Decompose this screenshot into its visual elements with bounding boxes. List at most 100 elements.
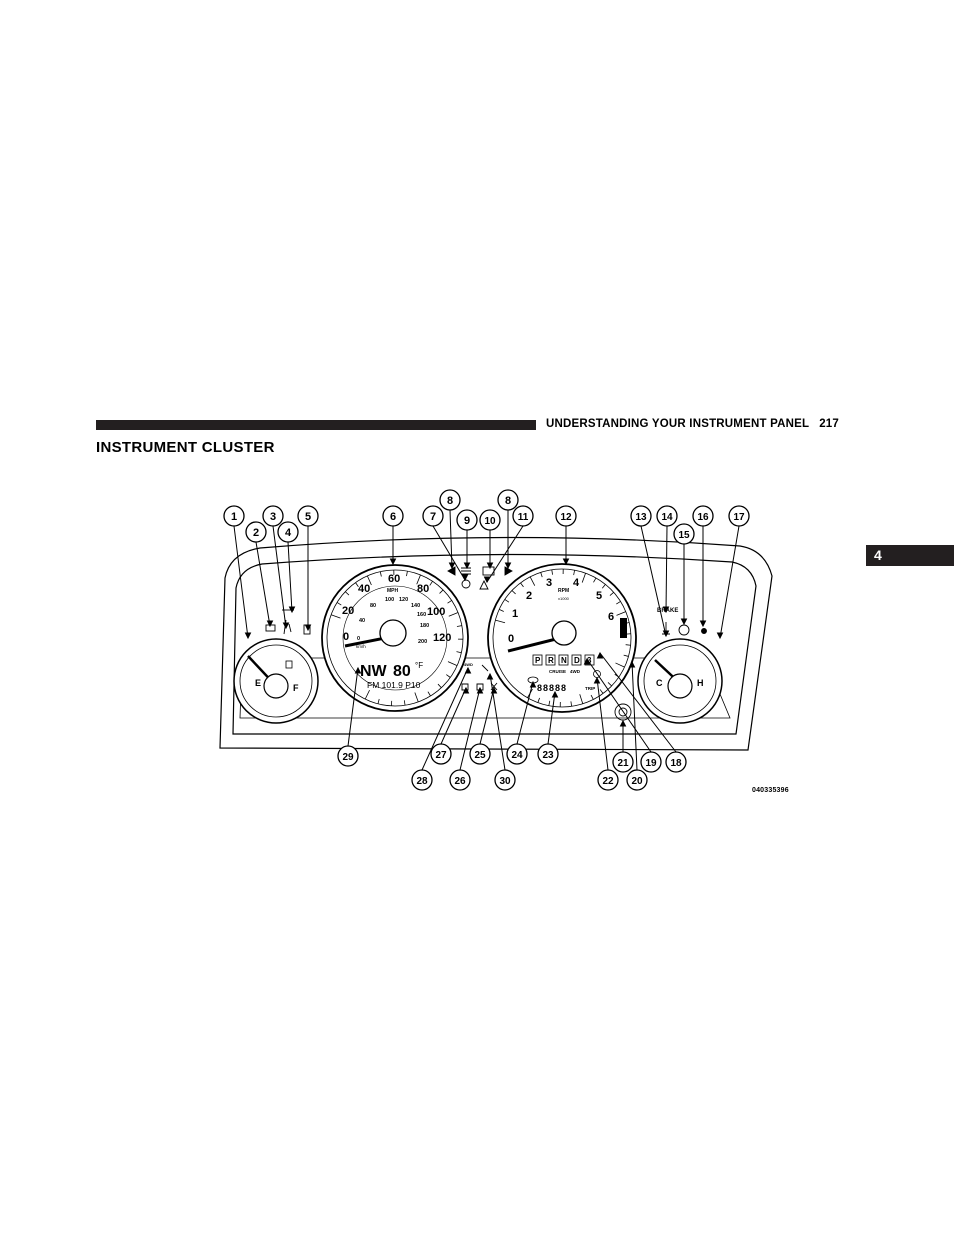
callout-arrowhead xyxy=(304,624,312,632)
tach-label: 2 xyxy=(526,590,532,602)
callout-number: 8 xyxy=(447,495,453,507)
callout-leader-line xyxy=(479,687,495,745)
callout-arrowhead xyxy=(483,576,491,584)
speedo-mph-label: 0 xyxy=(343,631,349,643)
figure-code: 040335396 xyxy=(752,787,789,794)
hill-descent-icon xyxy=(461,683,469,691)
callout-12: 12 xyxy=(555,505,577,527)
callout-leader-line xyxy=(640,525,667,637)
callout-arrowhead xyxy=(628,660,636,668)
callout-arrowhead xyxy=(462,686,470,694)
callout-14: 14 xyxy=(656,505,678,527)
callout-number: 15 xyxy=(678,530,690,541)
callout-number: 4 xyxy=(285,527,292,539)
prndl-r: R xyxy=(548,656,554,665)
callout-number: 16 xyxy=(697,512,709,523)
esc-icon xyxy=(678,624,690,636)
speedo-mph-label: 20 xyxy=(342,605,354,617)
indicator-dot-icon xyxy=(701,628,707,634)
callout-leader-line xyxy=(486,525,524,583)
callout-number: 24 xyxy=(511,750,523,761)
temp-hot-label: H xyxy=(697,678,704,688)
callout-leader-line xyxy=(599,652,677,753)
radio-readout: FM 101.9 P10 xyxy=(367,680,421,690)
callout-8: 8 xyxy=(439,489,461,511)
running-title: UNDERSTANDING YOUR INSTRUMENT PANEL xyxy=(546,418,810,430)
callout-number: 5 xyxy=(305,511,311,523)
turn-right-icon xyxy=(504,566,513,576)
turn-left-icon xyxy=(447,566,456,576)
odometer-reset-inner xyxy=(618,707,628,717)
callout-number: 22 xyxy=(602,776,614,787)
callout-28: 28 xyxy=(411,769,433,791)
callout-arrowhead xyxy=(529,680,537,688)
speedo-mph-unit: MPH xyxy=(387,588,399,594)
door-ajar-icon xyxy=(481,664,489,672)
callout-10: 10 xyxy=(479,509,501,531)
callout-arrowhead xyxy=(593,676,601,684)
callout-number: 28 xyxy=(416,776,428,787)
callout-arrowhead xyxy=(504,562,512,570)
callout-arrowhead xyxy=(463,562,471,570)
fuel-empty-label: E xyxy=(255,678,261,688)
callout-15: 15 xyxy=(673,523,695,545)
tach-label: 3 xyxy=(546,577,552,589)
speedo-kmh-label: 200 xyxy=(418,639,427,645)
callout-leader-line xyxy=(596,677,609,771)
callout-arrowhead xyxy=(244,632,252,640)
callout-arrowhead xyxy=(662,606,670,614)
callout-number: 6 xyxy=(390,511,396,523)
callout-19: 19 xyxy=(640,751,662,773)
chapter-tab: 4 xyxy=(866,545,954,566)
speedo-kmh-label: 40 xyxy=(359,618,365,624)
prndl-d: D xyxy=(574,656,580,665)
speedo-mph-label: 40 xyxy=(358,583,370,595)
callout-leader-line xyxy=(547,691,556,745)
speedo-kmh-label: 160 xyxy=(417,612,426,618)
tach-label: 6 xyxy=(608,611,614,623)
callout-number: 23 xyxy=(542,750,554,761)
callout-arrowhead xyxy=(389,558,397,566)
callout-leader-line xyxy=(255,541,271,627)
callout-leader-line xyxy=(665,525,668,613)
prndl-3: 3 xyxy=(587,656,592,665)
callout-6: 6 xyxy=(382,505,404,527)
callout-27: 27 xyxy=(430,743,452,765)
callout-number: 18 xyxy=(670,758,682,769)
callout-leader-line xyxy=(586,658,652,753)
callout-number: 1 xyxy=(231,511,237,523)
callout-number: 12 xyxy=(560,512,572,523)
callout-1: 1 xyxy=(223,505,245,527)
callout-number: 27 xyxy=(435,750,447,761)
callout-arrowhead xyxy=(464,666,472,674)
callout-17: 17 xyxy=(728,505,750,527)
callout-arrowhead xyxy=(562,558,570,566)
callout-number: 29 xyxy=(342,752,354,763)
tach-redline xyxy=(620,618,627,638)
callout-leader-line xyxy=(489,673,506,771)
prndl-p: P xyxy=(535,656,541,665)
speedo-kmh-label: 180 xyxy=(420,623,429,629)
callout-9: 9 xyxy=(456,509,478,531)
callout-number: 9 xyxy=(464,515,470,527)
callout-number: 21 xyxy=(617,758,629,769)
esc-off-icon xyxy=(476,683,484,691)
callout-number: 3 xyxy=(270,511,276,523)
callout-leader-line xyxy=(421,667,469,771)
high-beam-icon xyxy=(461,567,471,575)
callout-3: 3 xyxy=(262,505,284,527)
callout-18: 18 xyxy=(665,751,687,773)
callout-leader-line xyxy=(449,509,453,569)
callout-leader-line xyxy=(440,687,467,745)
speedo-kmh-label: 120 xyxy=(399,597,408,603)
callout-arrowhead xyxy=(448,562,456,570)
speedo-kmh-unit: km/h xyxy=(356,644,366,649)
callout-leader-line xyxy=(432,525,466,581)
callout-number: 8 xyxy=(505,495,511,507)
speedo-mph-label: 120 xyxy=(433,632,451,644)
callout-number: 13 xyxy=(635,512,647,523)
callout-arrowhead xyxy=(699,620,707,628)
